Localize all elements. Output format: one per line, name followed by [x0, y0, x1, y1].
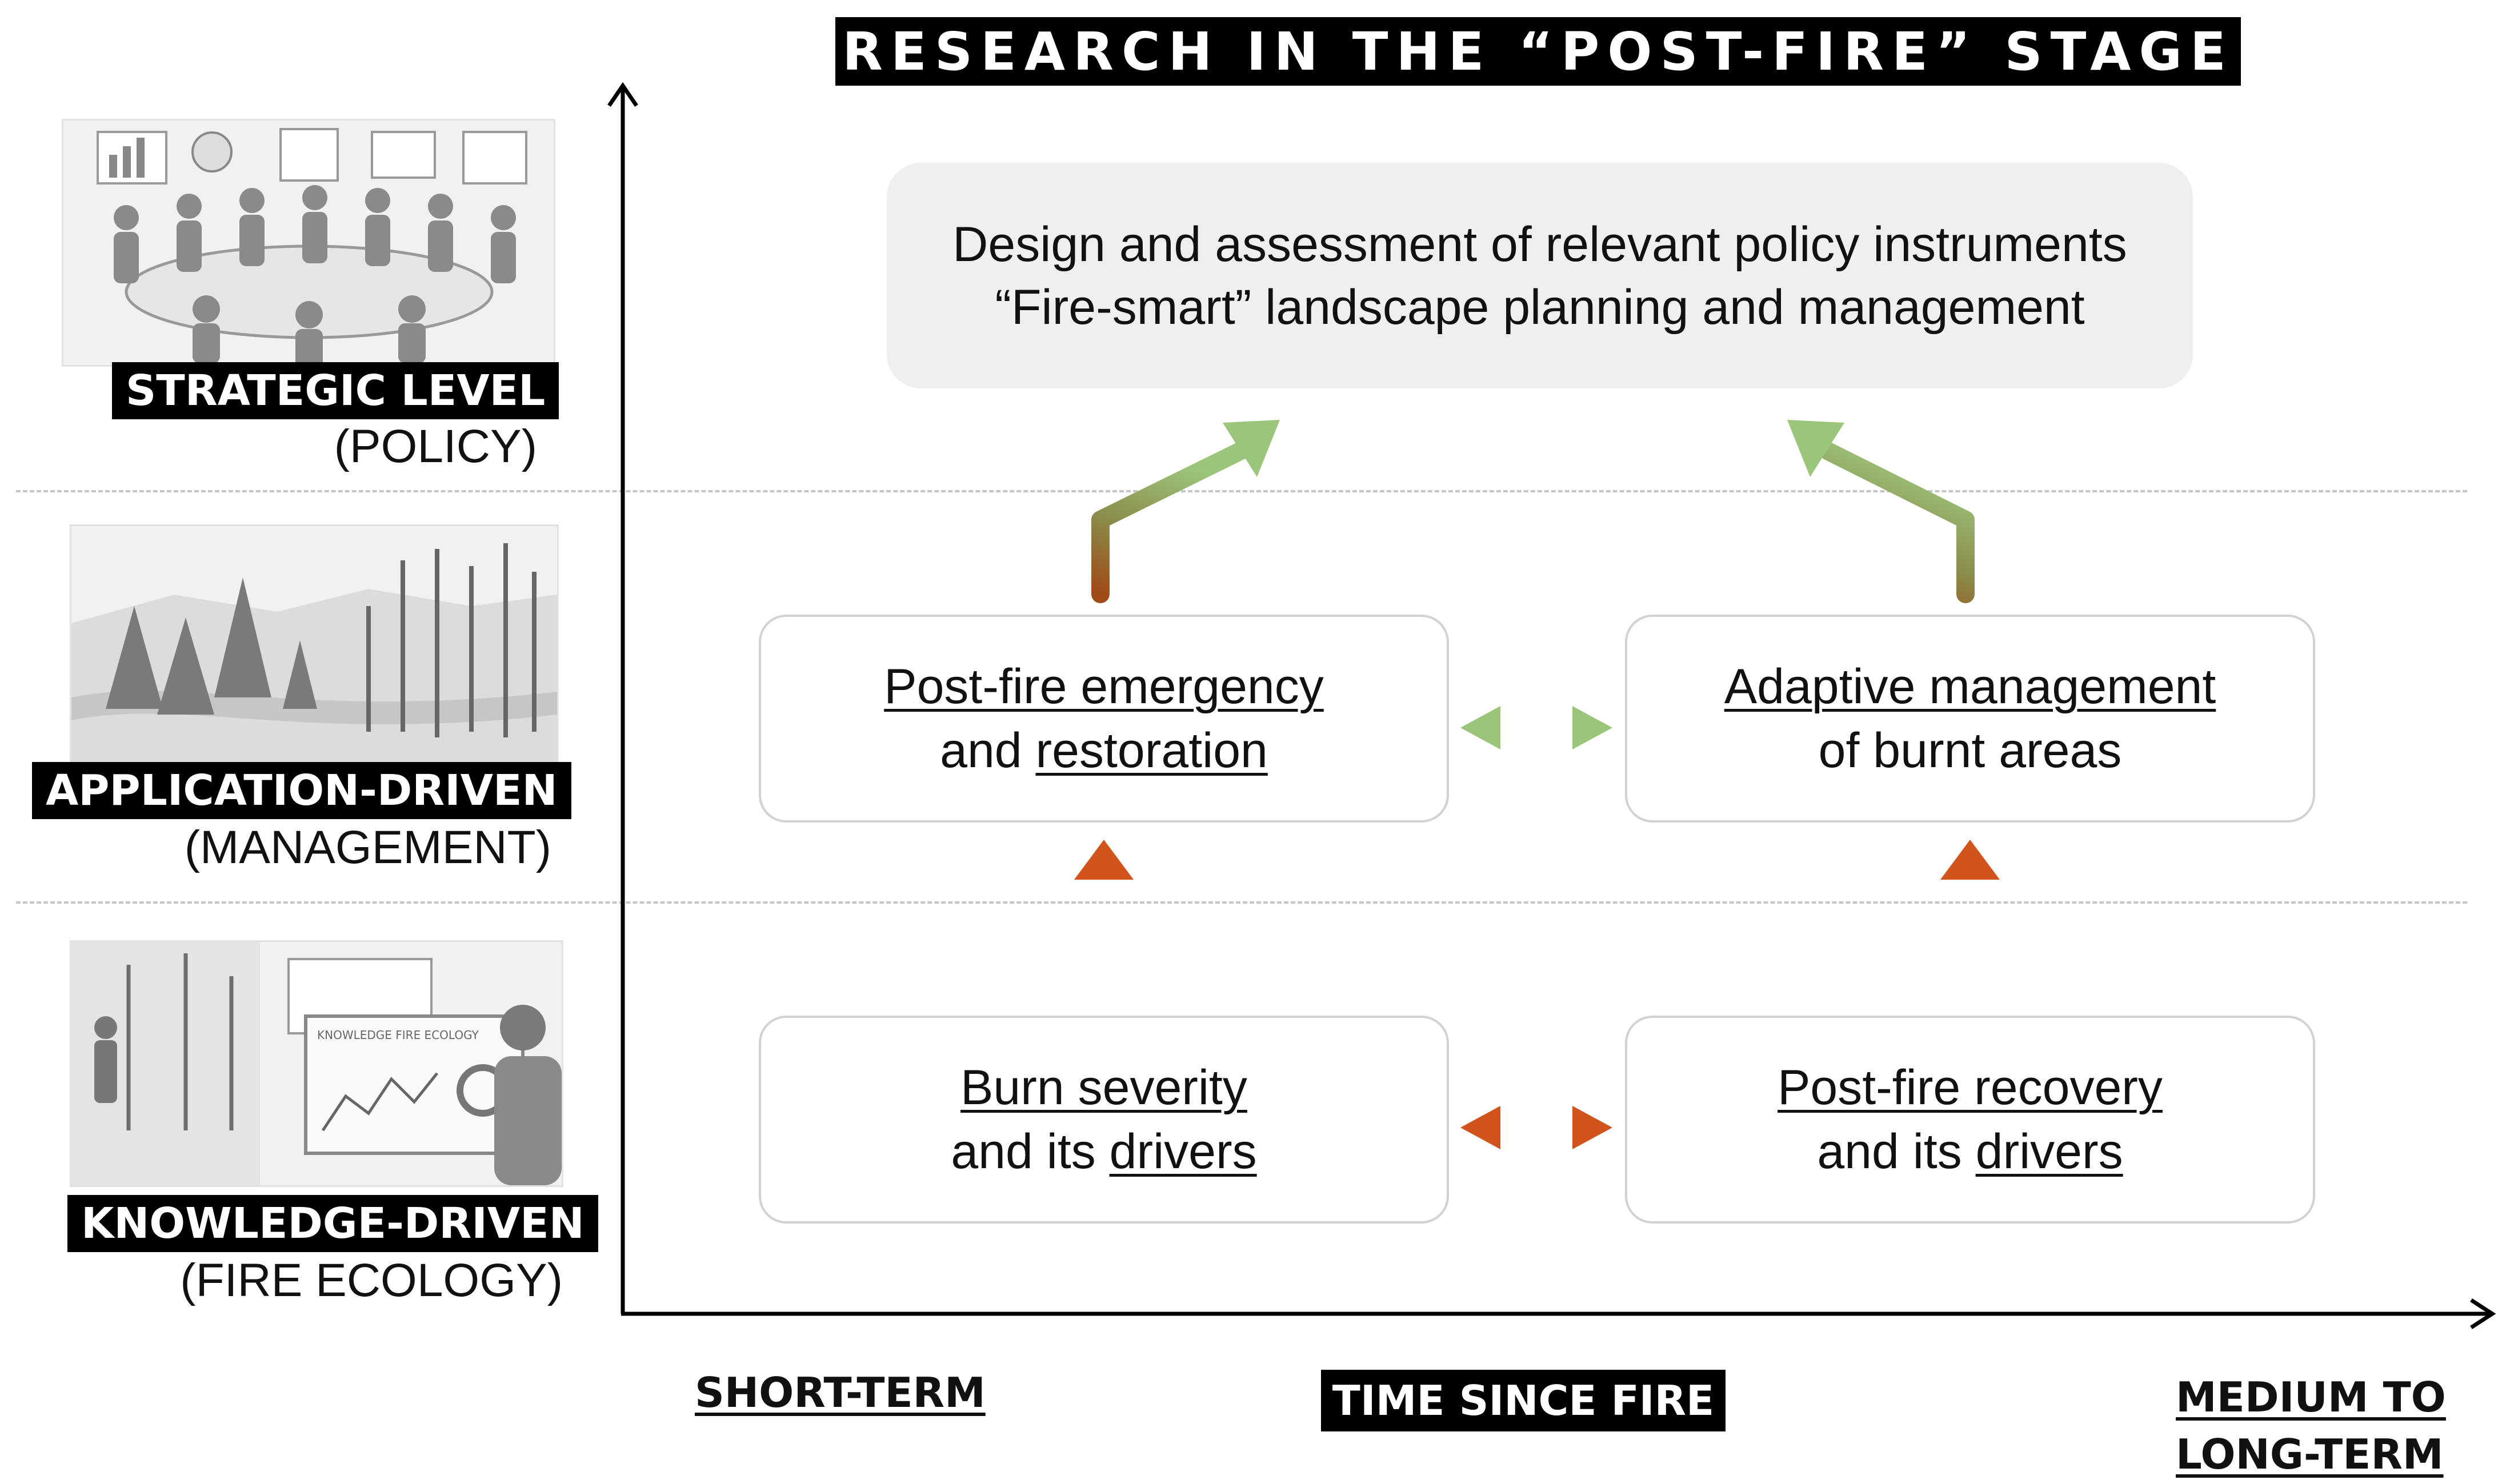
- adaptive-management-text: of burnt areas: [1818, 723, 2122, 778]
- divider-policy-management: [16, 490, 2467, 492]
- arrow-severity-to-emergency: [1074, 840, 1134, 1007]
- axis-long-line-1: MEDIUM TO: [2176, 1373, 2446, 1421]
- severity-drivers-link: drivers: [1109, 1124, 1257, 1179]
- burn-severity-text: and its: [951, 1124, 1110, 1179]
- arrow-recovery-to-adaptive: [1940, 840, 2000, 1007]
- axis-label-short-term: SHORT-TERM: [695, 1369, 986, 1417]
- screen-caption: KNOWLEDGE FIRE ECOLOGY: [317, 1028, 479, 1042]
- divider-management-ecology: [16, 901, 2467, 904]
- axis-label-long-term: MEDIUM TO LONG-TERM: [2176, 1369, 2446, 1483]
- arrow-adaptive-to-policy: [1787, 420, 1975, 603]
- policy-instruments-box: Design and assessment of relevant policy…: [887, 163, 2193, 388]
- strategic-level-sub: (POLICY): [334, 420, 537, 472]
- recovery-drivers-link: drivers: [1975, 1124, 2123, 1179]
- page-title: RESEARCH IN THE “POST-FIRE” STAGE: [835, 17, 2241, 86]
- post-fire-recovery-box: Post-fire recovery and its drivers: [1625, 1016, 2315, 1224]
- axis-short-text: SHORT-TERM: [695, 1369, 986, 1417]
- emergency-link: Post-fire emergency: [884, 659, 1324, 714]
- burn-severity-box: Burn severity and its drivers: [759, 1016, 1449, 1224]
- emergency-text: and: [940, 723, 1036, 778]
- knowledge-driven-tag: KNOWLEDGE-DRIVEN: [67, 1195, 598, 1252]
- fire-ecology-research-illustration: KNOWLEDGE FIRE ECOLOGY: [70, 940, 563, 1187]
- post-fire-recovery-link: Post-fire recovery: [1778, 1060, 2163, 1115]
- adaptive-management-box: Adaptive management of burnt areas: [1625, 615, 2315, 823]
- arrow-emergency-adaptive: [1460, 706, 1612, 749]
- arrow-severity-recovery: [1460, 1106, 1612, 1149]
- burn-severity-link: Burn severity: [960, 1060, 1247, 1115]
- axis-long-line-2: LONG-TERM: [2176, 1430, 2444, 1478]
- post-fire-emergency-box: Post-fire emergency and restoration: [759, 615, 1449, 823]
- strategic-level-tag: STRATEGIC LEVEL: [112, 362, 559, 419]
- adaptive-management-link: Adaptive management: [1724, 659, 2216, 714]
- policy-line-2: “Fire-smart” landscape planning and mana…: [995, 279, 2085, 335]
- application-driven-sub: (MANAGEMENT): [184, 821, 551, 873]
- arrow-emergency-to-policy: [1091, 420, 1280, 603]
- burnt-forest-illustration: [70, 524, 559, 765]
- policy-line-1: Design and assessment of relevant policy…: [952, 216, 2127, 272]
- knowledge-driven-sub: (FIRE ECOLOGY): [180, 1254, 563, 1306]
- policy-meeting-illustration: [62, 119, 555, 367]
- application-driven-tag: APPLICATION-DRIVEN: [32, 762, 571, 819]
- axis-label-time-since-fire: TIME SINCE FIRE: [1321, 1370, 1726, 1431]
- restoration-link: restoration: [1035, 723, 1268, 778]
- post-fire-recovery-text: and its: [1817, 1124, 1976, 1179]
